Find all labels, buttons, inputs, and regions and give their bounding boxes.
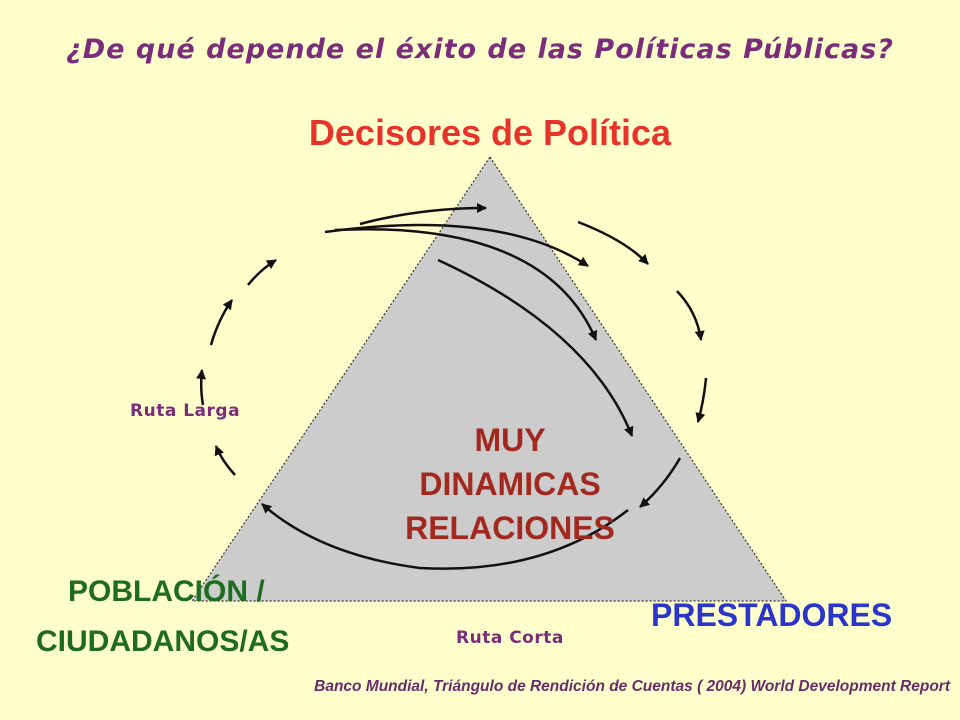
center-line-2: DINAMICAS	[419, 466, 601, 502]
long-route-arrow-2	[196, 369, 206, 406]
right-arrow-3	[695, 377, 708, 423]
source-citation: Banco Mundial, Triángulo de Rendición de…	[314, 678, 950, 695]
center-label: MUY DINAMICAS RELACIONES	[340, 418, 680, 550]
right-arrow-4	[639, 457, 682, 508]
center-line-1: MUY	[474, 422, 546, 458]
top-arc-to-apex	[359, 203, 487, 226]
vertex-label-prestadores: PRESTADORES	[651, 597, 893, 633]
long-route-arrows-top	[324, 203, 634, 437]
short-route-arrow	[261, 503, 629, 570]
top-arc-down-2	[437, 258, 634, 437]
long-route-arrow-1	[214, 445, 236, 476]
slide-title: ¿De qué depende el éxito de las Política…	[66, 34, 894, 65]
top-arc-down-1	[334, 228, 598, 341]
triangle-shape	[190, 155, 788, 602]
center-line-3: RELACIONES	[405, 510, 615, 546]
right-arrow-1	[577, 220, 649, 265]
long-route-arrow-4	[247, 258, 277, 286]
vertex-label-decisores: Decisores de Política	[308, 112, 672, 153]
route-long-label: Ruta Larga	[130, 401, 241, 421]
top-arc-to-right	[324, 223, 589, 268]
long-route-arrow-3	[209, 299, 234, 346]
route-short-label: Ruta Corta	[456, 628, 564, 648]
long-route-arrows-right	[577, 220, 708, 508]
vertex-label-ciudadanos: CIUDADANOS/AS	[36, 625, 290, 658]
vertex-label-poblacion: POBLACIÓN /	[68, 575, 265, 608]
long-route-arrows-left	[196, 258, 277, 476]
right-arrow-2	[676, 290, 705, 341]
